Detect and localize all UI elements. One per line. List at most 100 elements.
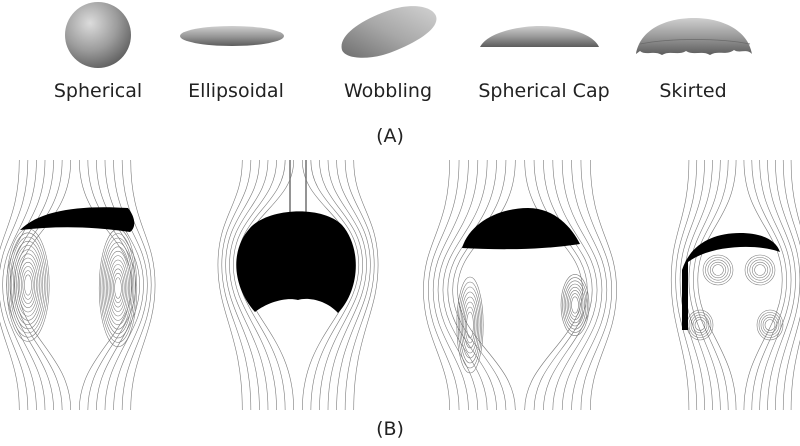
vortex-loop [565,283,585,327]
vortex-loop [751,261,769,279]
vortex-loop [712,264,724,276]
vortex-loop [107,255,129,321]
streamline [310,159,360,411]
vortex-loop [8,232,48,338]
vortex-loop [9,236,47,334]
vortex-loop [456,276,484,374]
vortex-loop [105,250,131,326]
vortex-loop [562,277,588,333]
wobbling-bubble [341,6,437,58]
streamline [0,159,20,411]
vortex-loop [568,290,582,320]
vortex-loop [17,257,39,313]
vortex-loop [460,291,480,359]
streamline [221,159,252,411]
streamline [457,159,516,411]
vortex-loop [20,266,36,304]
streamline [233,159,277,411]
vortex-loop [764,319,776,331]
streamline-field [0,159,800,411]
streamline [743,159,783,411]
skirted-bubble [636,18,752,55]
vortex-loop [563,280,587,330]
streamline [552,159,598,411]
vortex-loop [104,246,132,330]
vortex-loop [688,312,712,338]
panel-b-label: (B) [376,418,404,440]
vortex-loop [569,293,581,317]
streamline [533,159,588,411]
vortex-loop [114,277,122,299]
streamline [327,159,367,411]
streamline [452,159,507,411]
vortex-loop [101,237,135,339]
streamline [670,159,690,411]
vortex-loop [103,242,133,334]
vortex-loop [14,249,42,321]
vortex-loop [762,316,778,334]
streamline [78,159,133,411]
streamline [96,159,140,411]
vortex-loop [690,314,710,336]
streamline [2,159,37,411]
streamline [437,159,479,411]
label-ellipsoidal: Ellipsoidal [188,80,284,102]
vortex-loop [694,319,706,331]
vortex-loop [709,261,727,279]
bubble-4 [682,233,780,330]
panel-a-label: (A) [376,125,404,147]
streamline [428,159,460,411]
vortex-loop [111,268,125,308]
vortex-loop [707,259,729,281]
streamline [759,159,792,411]
streamline [775,159,800,411]
streamline [790,159,800,411]
vortex-loop [100,233,136,343]
vortex-loop [566,286,584,324]
streamline [432,159,469,411]
vortex-loop [19,261,37,309]
streamline [442,159,488,411]
vortex-loop [747,257,773,283]
vortex-loop [112,272,124,304]
bubble-2 [236,211,356,313]
vortex-loop [22,270,34,300]
streamline [447,159,497,411]
vortex-loop [692,316,708,334]
streamline [319,159,363,411]
streamline [697,159,737,411]
vortex-loop [457,281,483,369]
vortex-loop [11,240,45,330]
vortex-loop [459,286,481,364]
streamline [561,159,603,411]
vortex-loop [24,274,32,296]
bubble-1 [20,207,135,232]
streamline [113,159,148,411]
label-spherical-cap: Spherical Cap [478,80,610,102]
vortex-loop [702,254,734,286]
streamline [684,159,713,411]
vortex-loop [571,296,579,314]
bubble-3 [462,208,580,250]
vortex-loop [705,257,731,283]
streamline [104,159,144,411]
vortex-loop [560,274,590,336]
streamline [675,159,698,411]
streamline [782,159,800,411]
vortex-loop [756,309,784,341]
vortex-loop [16,253,40,317]
streamline [751,159,787,411]
vortex-loop [464,306,476,344]
vortex-loop [744,254,776,286]
streamline [693,159,729,411]
streamline [336,159,371,411]
streamline [225,159,260,411]
streamline [571,159,608,411]
streamline [130,159,156,411]
vortex-loop [758,312,782,338]
vortex-loop [749,259,771,281]
streamline [6,159,46,411]
streamline [87,159,137,411]
streamline [0,159,29,411]
